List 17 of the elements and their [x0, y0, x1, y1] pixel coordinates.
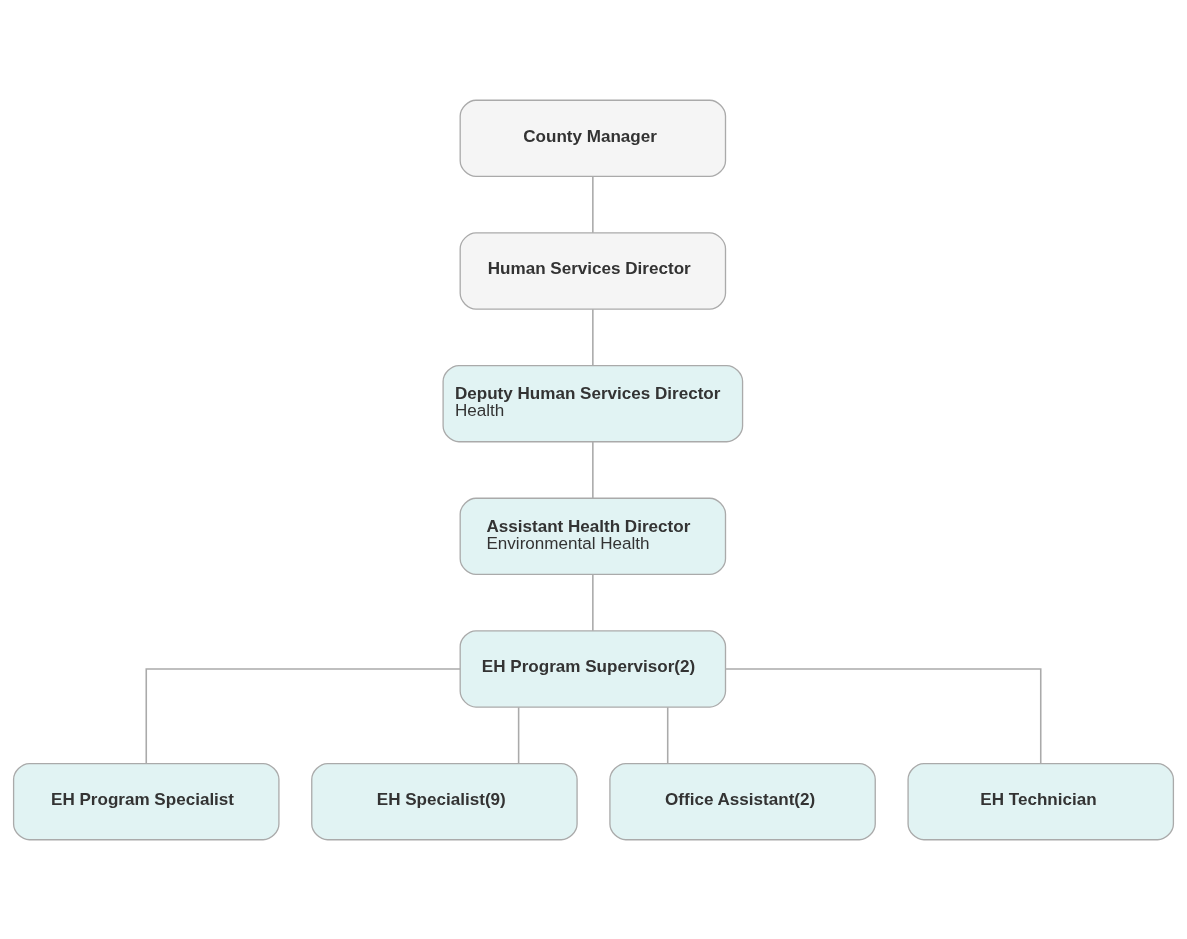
- connector: [592, 175, 594, 233]
- connector: [592, 573, 594, 631]
- node-box: EH Technician: [907, 762, 1175, 840]
- connector: [666, 706, 669, 764]
- connector: [725, 667, 1042, 764]
- connector: [592, 440, 594, 499]
- node-box: Assistant Health Director Environmental Health: [459, 497, 727, 575]
- node-box: Office Assistant(2): [609, 762, 876, 840]
- connector: [517, 706, 520, 764]
- node-box: County Manager: [459, 99, 727, 177]
- node-box: EH Specialist(9): [311, 762, 578, 840]
- node-box: EH Program Supervisor(2): [459, 629, 727, 708]
- connector: [145, 667, 461, 764]
- node-box: Human Services Director: [459, 231, 727, 310]
- node-box: EH Program Specialist: [12, 762, 280, 840]
- connector: [592, 308, 594, 366]
- node-box: Deputy Human Services Director Health: [442, 364, 744, 442]
